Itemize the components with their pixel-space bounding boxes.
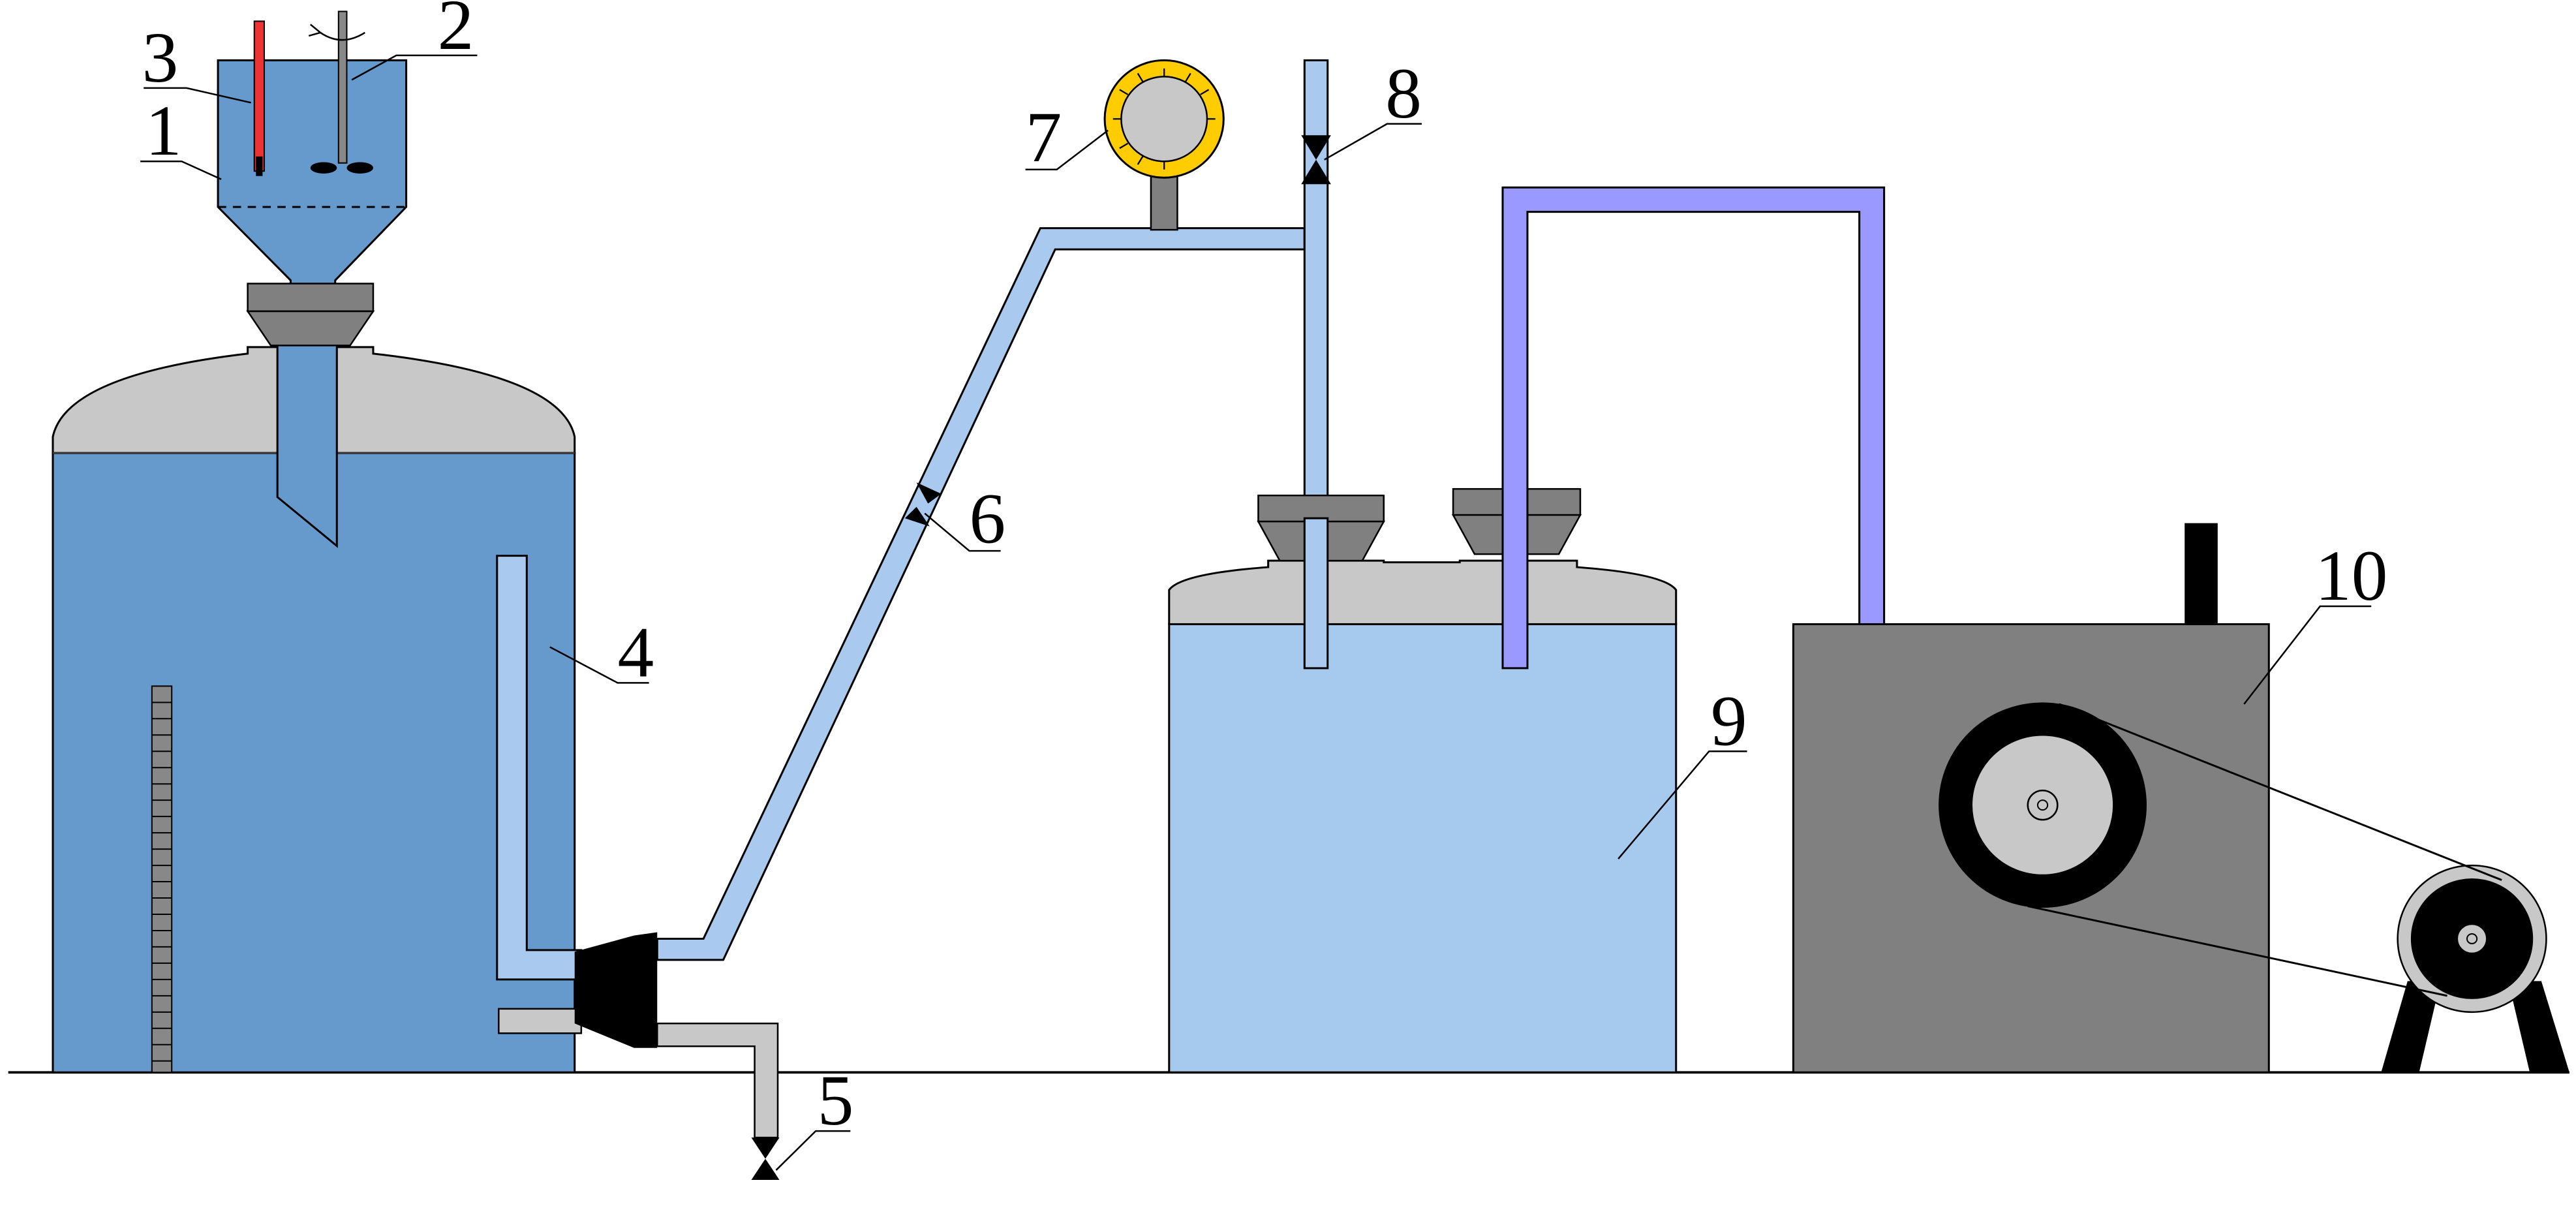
vent-valve [1301, 135, 1331, 185]
line-valve [904, 482, 942, 527]
leader-lines [140, 54, 2372, 1171]
tank-flange [246, 283, 375, 347]
pressure-gauge [1103, 59, 1225, 231]
drain-line [656, 1023, 779, 1139]
label-5: 5 [818, 1060, 854, 1140]
label-3: 3 [142, 18, 179, 97]
label-6: 6 [970, 478, 1006, 558]
drain-valve [751, 1137, 780, 1181]
level-gauge [151, 685, 173, 1074]
label-8: 8 [1385, 53, 1422, 132]
drain-stub [498, 1008, 583, 1034]
motor [2381, 864, 2569, 1073]
thermometer [253, 20, 265, 176]
vacuum-line [1501, 186, 1886, 670]
main-tank [52, 341, 576, 1074]
pump-block [574, 932, 658, 1048]
label-4: 4 [618, 612, 654, 692]
large-pulley [1939, 702, 2147, 908]
label-10: 10 [2315, 536, 2387, 615]
stirrer [308, 10, 373, 174]
label-2: 2 [438, 0, 474, 65]
drive-belt [2027, 703, 2502, 997]
mixing-hopper [217, 59, 408, 286]
label-1: 1 [146, 91, 182, 170]
receiver-tank [1168, 559, 1678, 1074]
label-9: 9 [1711, 681, 1747, 760]
receiver-inlet-stub [1303, 517, 1329, 670]
label-7: 7 [1026, 97, 1062, 177]
